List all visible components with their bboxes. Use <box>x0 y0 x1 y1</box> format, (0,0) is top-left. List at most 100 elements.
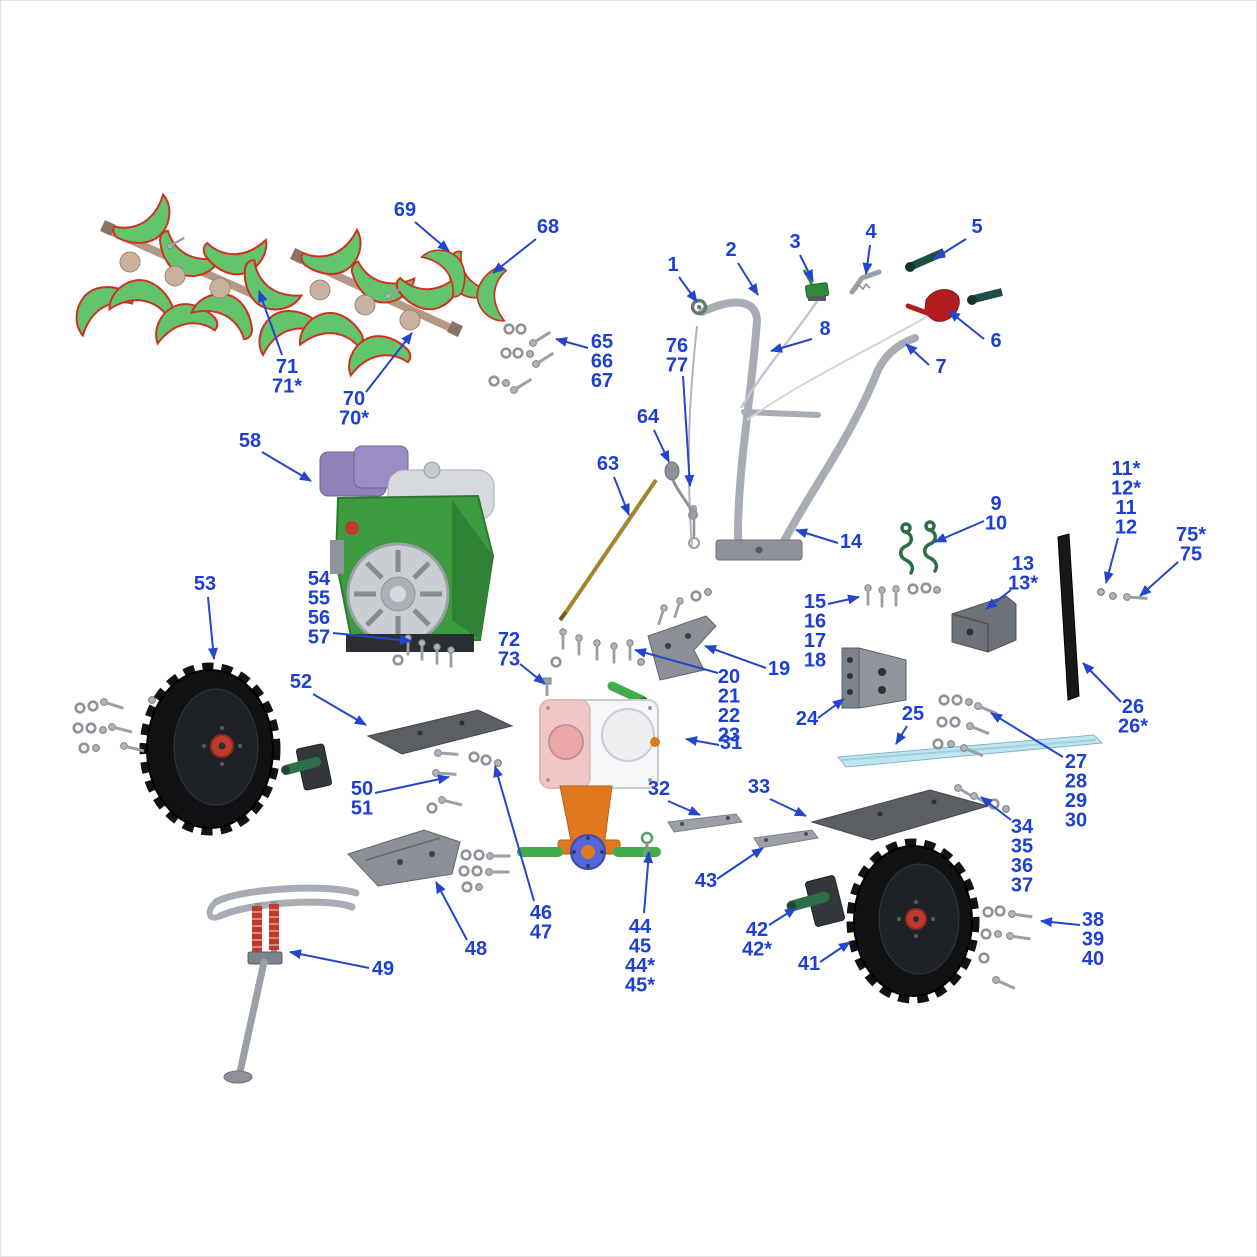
leader-arrow <box>980 796 1012 821</box>
callout-31: 31 <box>685 732 742 754</box>
part-number-label: 40 <box>1082 948 1104 970</box>
axle-left <box>281 743 333 791</box>
leader-arrow <box>258 290 283 356</box>
leader-arrow <box>261 451 312 482</box>
part-number-label: 76 <box>666 335 688 357</box>
part-number-label: 56 <box>308 607 330 629</box>
part-number-label: 41 <box>798 953 820 975</box>
part-number-label: 37 <box>1011 875 1033 897</box>
shift-rod <box>558 478 658 622</box>
callout-52: 52 <box>290 671 367 726</box>
part-number-label: 55 <box>308 588 330 610</box>
part-number-label: 39 <box>1082 929 1104 951</box>
leader-arrow <box>933 238 967 260</box>
tine-assembly-right <box>258 229 464 387</box>
part-number-label: 12* <box>1111 478 1141 500</box>
callout-5: 5 <box>933 216 983 260</box>
part-number-label: 43 <box>695 870 717 892</box>
part-number-label: 75* <box>1176 524 1206 546</box>
part-number-label: 10 <box>985 513 1007 535</box>
gearbox-top-hardware <box>550 628 645 668</box>
part-number-label: 33 <box>748 776 770 798</box>
part-number-label: 48 <box>465 938 487 960</box>
part-number-label: 14 <box>840 531 863 553</box>
cable-adjuster-nut <box>690 298 708 316</box>
part-number-label: 15 <box>804 591 826 613</box>
part-number-label: 36 <box>1011 855 1033 877</box>
hitch-bracket <box>841 647 907 709</box>
part-number-label: 75 <box>1180 544 1202 566</box>
leader-arrow <box>374 774 450 794</box>
leader-arrow <box>207 596 218 660</box>
shift-knob-linkage <box>664 461 700 549</box>
part-number-label: 51 <box>351 798 373 820</box>
leader-arrow <box>1040 917 1081 928</box>
part-number-label: 44 <box>629 916 652 938</box>
leader-arrow <box>948 310 985 340</box>
part-number-label: 3 <box>789 231 800 253</box>
leader-arrow <box>667 800 701 816</box>
part-number-label: 53 <box>194 573 216 595</box>
part-number-label: 45 <box>629 936 651 958</box>
part-number-label: 30 <box>1065 810 1087 832</box>
leader-arrow <box>653 429 670 463</box>
part-number-label: 27 <box>1065 751 1087 773</box>
part-number-label: 49 <box>372 958 394 980</box>
part-number-label: 66 <box>591 351 613 373</box>
part-number-label: 35 <box>1011 836 1033 858</box>
part-number-label: 19 <box>768 658 790 680</box>
skid-bar <box>1057 533 1080 701</box>
part-number-label: 24 <box>796 708 819 730</box>
kickstand-spring <box>269 904 279 950</box>
choke-lever <box>849 269 882 295</box>
part-number-label: 5 <box>971 216 982 238</box>
throttle-control <box>802 269 830 301</box>
part-number-label: 45* <box>625 975 655 997</box>
leader-arrow <box>862 244 873 275</box>
guard-plate-left <box>366 709 514 755</box>
callout-14: 14 <box>795 528 863 553</box>
brace-bar-front <box>667 813 743 833</box>
leader-arrow <box>905 343 930 366</box>
part-number-label: 9 <box>990 493 1001 515</box>
leader-arrow <box>289 949 370 969</box>
part-number-label: 38 <box>1082 909 1104 931</box>
part-number-label: 65 <box>591 331 613 353</box>
leader-arrow <box>990 712 1064 758</box>
wheel-right <box>846 838 980 1004</box>
callout-58: 58 <box>239 430 312 482</box>
part-number-label: 12 <box>1115 517 1137 539</box>
leader-arrow <box>414 221 450 252</box>
part-number-label: 4 <box>865 221 877 243</box>
tine-assembly-left <box>70 192 305 357</box>
leader-arrow <box>985 589 1012 610</box>
part-number-label: 70 <box>343 388 365 410</box>
part-number-label: 71 <box>276 356 298 378</box>
leader-arrow <box>827 594 860 605</box>
lower-left-hardware <box>458 849 511 893</box>
part-number-label: 42 <box>746 919 768 941</box>
part-number-label: 31 <box>720 732 742 754</box>
leader-arrow <box>768 907 797 926</box>
part-number-label: 44* <box>625 955 655 977</box>
part-number-label: 11 <box>1115 497 1136 519</box>
drawbar-bracket <box>951 595 1017 653</box>
callout-69: 69 <box>394 199 450 252</box>
part-number-label: 46 <box>530 902 552 924</box>
part-number-label: 26 <box>1122 696 1144 718</box>
part-number-label: 70* <box>339 408 369 430</box>
part-number-label: 29 <box>1065 790 1087 812</box>
part-number-label: 20 <box>718 666 740 688</box>
leader-arrow <box>934 520 985 543</box>
callout-68: 68 <box>492 216 559 274</box>
leader-arrow <box>769 798 807 817</box>
support-bracket <box>347 829 461 887</box>
leader-arrow <box>519 663 546 685</box>
